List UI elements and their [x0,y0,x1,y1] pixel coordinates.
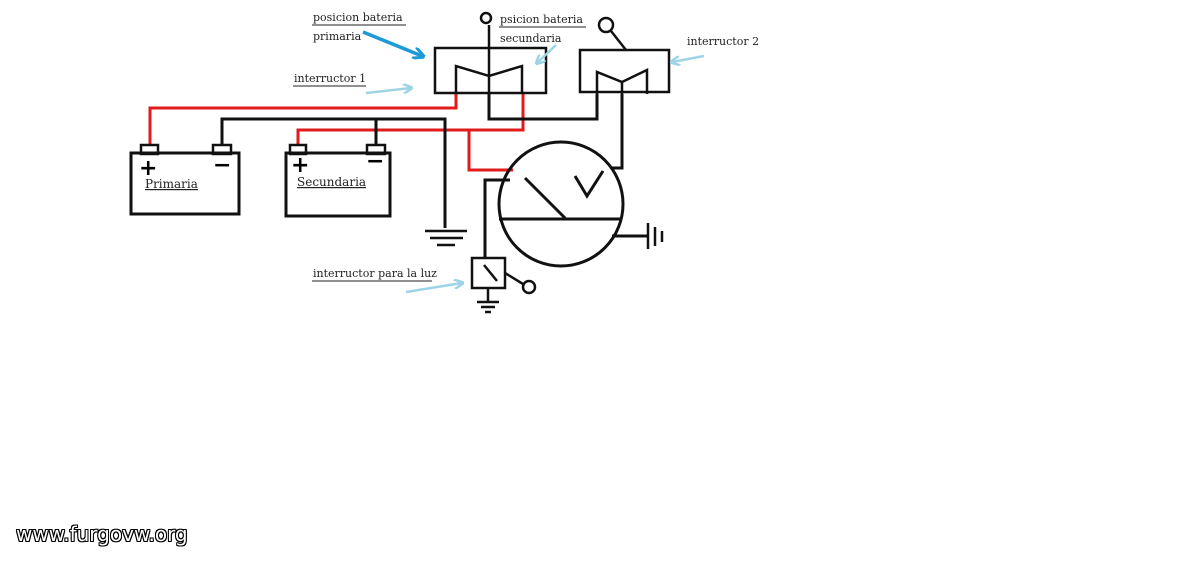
label-posicion-secundaria-2: secundaria [500,32,562,45]
primary-negative-wire [220,117,447,228]
common-switch-wire [487,94,599,121]
label-posicion-secundaria-1: psicion bateria [500,13,583,26]
switch-1 [433,11,548,95]
primary-positive-wire [148,94,458,145]
watermark: www.furgovw.org [16,522,188,546]
primary-plus-sign: + [139,156,157,181]
arrow-secondary-position [537,44,557,63]
light-switch-wire [483,178,510,258]
arrow-switch-1 [365,88,411,95]
label-interruptor-luz: interructor para la luz [313,267,437,280]
battery-primary-label: Primaria [145,177,198,191]
arrow-primary-position [362,30,422,56]
label-interruptor-2: interructor 2 [687,35,759,48]
arrow-switch-2 [672,54,705,62]
label-interruptor-1: interructor 1 [294,72,366,85]
secondary-minus-sign: − [366,149,384,174]
secondary-plus-sign: + [291,153,309,178]
secondary-positive-wire [296,94,525,145]
light-switch [470,256,537,295]
battery-primary: + − Primaria [129,143,241,216]
ground-symbol-motor [646,223,664,249]
positive-wires [148,94,525,172]
label-posicion-primaria-1: posicion bateria [313,11,403,24]
motor-positive-wire [467,130,513,172]
battery-secondary: + − Secundaria [284,143,392,218]
battery-secondary-label: Secundaria [297,175,366,189]
label-posicion-primaria-2: primaria [313,30,362,43]
ground-symbol-light [477,288,499,314]
motor-feed-wire [611,94,624,170]
ground-symbol-batteries [425,229,467,247]
arrow-light-switch [405,283,462,294]
primary-minus-sign: − [213,153,231,178]
motor [497,140,625,268]
negative-wires [220,94,648,258]
switch-2 [578,16,671,94]
